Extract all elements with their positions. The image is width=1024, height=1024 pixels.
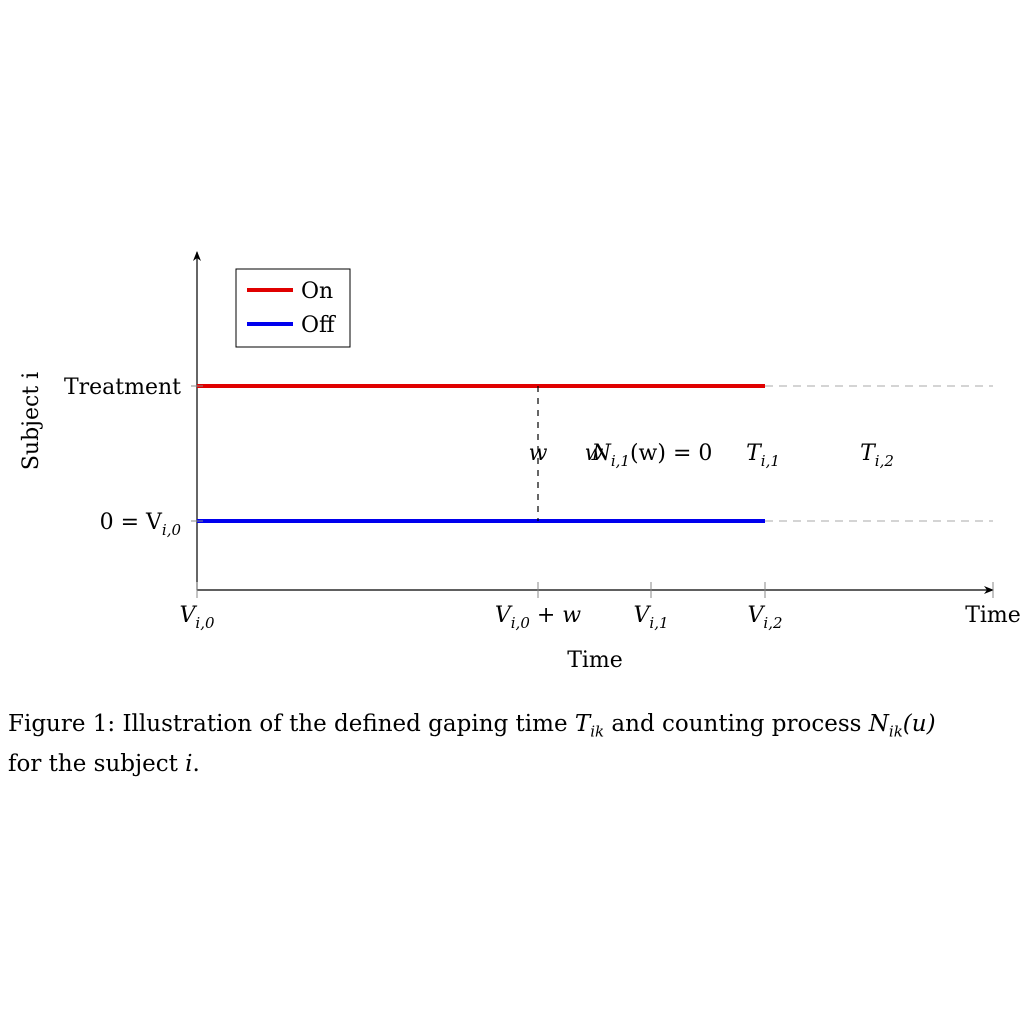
caption-line2-var: i (185, 750, 193, 777)
counting-process-annotation: Ni,1(w) = 0 (591, 441, 713, 470)
legend-off-label: Off (301, 313, 336, 338)
legend-box (235, 268, 351, 348)
w-annotation: w (529, 441, 548, 466)
caption-middle: and counting process (604, 711, 869, 737)
caption-t-subscript: ik (590, 722, 605, 741)
x-axis-label: Time (567, 648, 623, 673)
y-tick-label-treatment: Treatment (64, 375, 181, 400)
x-tick-label-0: Vi,0 (180, 603, 215, 632)
caption-n-argument: (u) (902, 711, 936, 737)
x-tick-label-2: Vi,1 (634, 603, 669, 632)
x-axis-end-label: Time (965, 603, 1021, 628)
caption-n-symbol: N (868, 711, 889, 737)
legend: On Off (235, 268, 351, 348)
gap-time-t2-annotation: Ti,2 (860, 441, 894, 470)
y-tick-label-zero: 0 = Vi,0 (100, 510, 182, 539)
caption-line2-prefix: for the subject (8, 750, 186, 777)
legend-on-label: On (301, 279, 333, 304)
caption-prefix: Figure 1: Illustration of the defined ga… (8, 711, 575, 737)
caption-t-symbol: T (574, 711, 591, 737)
gap-time-t1-annotation: Ti,1 (746, 441, 780, 470)
figure-caption: Figure 1: Illustration of the defined ga… (8, 708, 968, 780)
y-axis-label: Subject i (19, 372, 44, 470)
caption-line2-suffix: . (192, 750, 200, 777)
x-tick-label-1: Vi,0 + w (495, 603, 581, 632)
x-tick-label-3: Vi,2 (748, 603, 783, 632)
caption-n-subscript: ik (888, 722, 903, 741)
w-overlap-annotation: w (585, 441, 604, 466)
